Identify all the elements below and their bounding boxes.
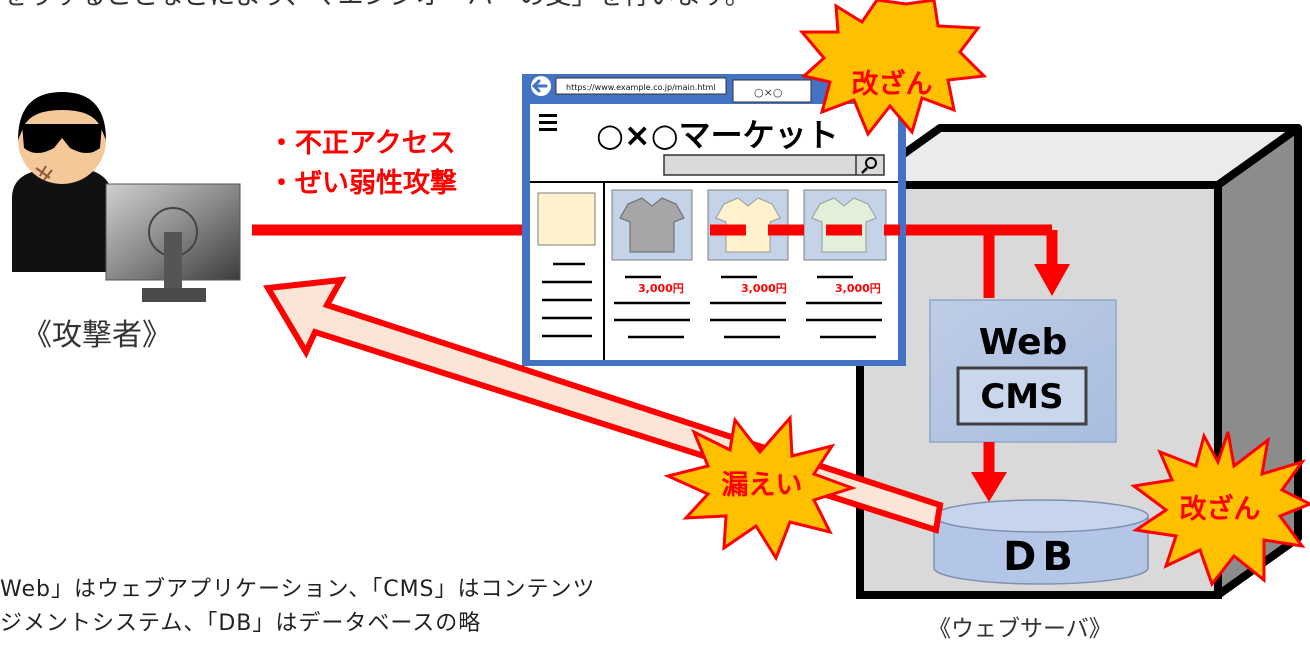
cms-inner-box xyxy=(956,366,1088,426)
burst-tamper-top-label: 改ざん xyxy=(852,68,933,100)
web-cms-box: Web CMS xyxy=(929,299,1117,443)
browser-tab-label: ○×○ xyxy=(754,86,782,99)
attack-line-1: ・不正アクセス xyxy=(268,128,456,159)
burst-leak-label: 漏えい xyxy=(722,470,803,501)
footnote: Web」はウェブアプリケーション、「CMS」はコンテンツ ジメントシステム、「D… xyxy=(0,573,596,641)
footnote-line-2: ジメントシステム、「DB」はデータベースの略 xyxy=(0,611,482,636)
browser-tab xyxy=(732,79,812,103)
cms-label: CMS xyxy=(980,377,1063,417)
burst-tamper-db-label: 改ざん xyxy=(1180,493,1261,525)
server-label: 《ウェブサーバ》 xyxy=(928,616,1112,642)
top-cut-text: をりすることなどにより、マエンジオーバーの支」を行います。 xyxy=(2,0,751,11)
menu-icon xyxy=(539,114,557,131)
server-connector-arrows xyxy=(906,224,1070,298)
attack-line-2: ・ぜい弱性攻撃 xyxy=(268,168,457,199)
address-bar xyxy=(555,77,727,95)
address-url: https://www.example.co.jp/main.html xyxy=(566,83,716,92)
attacker-label: 《攻撃者》 xyxy=(22,318,172,353)
search-icon xyxy=(861,157,877,174)
burst-leak: 漏えい xyxy=(663,414,857,562)
burst-tamper-top: 改ざん xyxy=(798,0,988,137)
search-box xyxy=(663,154,885,176)
sidebar-lines xyxy=(542,262,592,338)
price-2: 3,000円 xyxy=(741,282,787,295)
site-title: ○×○マーケット xyxy=(596,116,839,154)
attacker-figure xyxy=(12,92,241,302)
monitor-icon xyxy=(105,183,241,302)
footnote-line-1: Web」はウェブアプリケーション、「CMS」はコンテンツ xyxy=(0,577,596,602)
db-label: DB xyxy=(1003,534,1079,580)
cms-db-arrow xyxy=(971,442,1007,502)
product-card-1: 3,000円 xyxy=(611,189,693,339)
price-3: 3,000円 xyxy=(835,282,881,295)
price-1: 3,000円 xyxy=(638,282,684,295)
database-cylinder: DB xyxy=(933,499,1149,585)
web-label: Web xyxy=(979,322,1068,363)
burst-tamper-db: 改ざん xyxy=(1130,431,1310,588)
browser-window: https://www.example.co.jp/main.html ○×○ … xyxy=(522,74,906,366)
